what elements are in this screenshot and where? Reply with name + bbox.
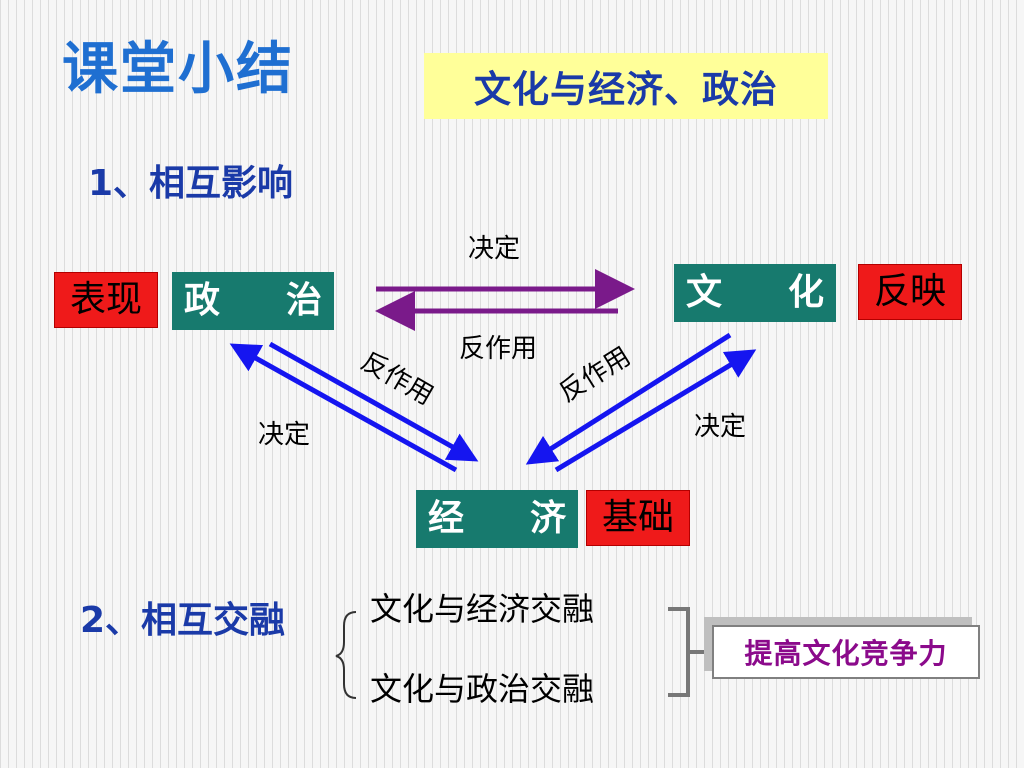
merge-item-economy: 文化与经济交融: [370, 590, 595, 628]
section-2-heading: 2、相互交融: [80, 600, 286, 641]
arrow-culture-to-economy: [525, 332, 732, 465]
tag-reflection: 反映: [858, 264, 962, 320]
node-culture-char-1: 文: [686, 272, 723, 313]
tag-expression: 表现: [54, 272, 158, 328]
topic-banner: 文化与经济、政治: [424, 53, 828, 119]
result-box: 提高文化竞争力: [712, 625, 980, 679]
arrow-economy-to-politics: [229, 343, 458, 473]
node-economy-char-1: 经: [428, 498, 465, 539]
label-left-determine: 决定: [258, 420, 311, 450]
node-politics-char-1: 政: [184, 280, 221, 321]
tag-foundation: 基础: [586, 490, 690, 546]
node-culture-char-2: 化: [787, 272, 824, 313]
node-economy-char-2: 济: [529, 498, 566, 539]
left-brace: [335, 611, 357, 699]
node-politics-char-2: 治: [285, 280, 322, 321]
right-bracket: [668, 607, 690, 697]
arrow-politics-to-economy: [268, 341, 479, 462]
label-right-determine: 决定: [694, 412, 747, 442]
section-1-heading: 1、相互影响: [88, 163, 294, 204]
node-culture: 文 化: [674, 264, 836, 322]
slide-title: 课堂小结: [62, 37, 294, 102]
node-politics: 政 治: [172, 272, 334, 330]
arrow-economy-to-culture: [554, 349, 757, 473]
merge-item-politics: 文化与政治交融: [370, 670, 595, 708]
node-economy: 经 济: [416, 490, 578, 548]
label-top-determine: 决定: [468, 234, 521, 264]
label-top-react: 反作用: [459, 334, 538, 364]
